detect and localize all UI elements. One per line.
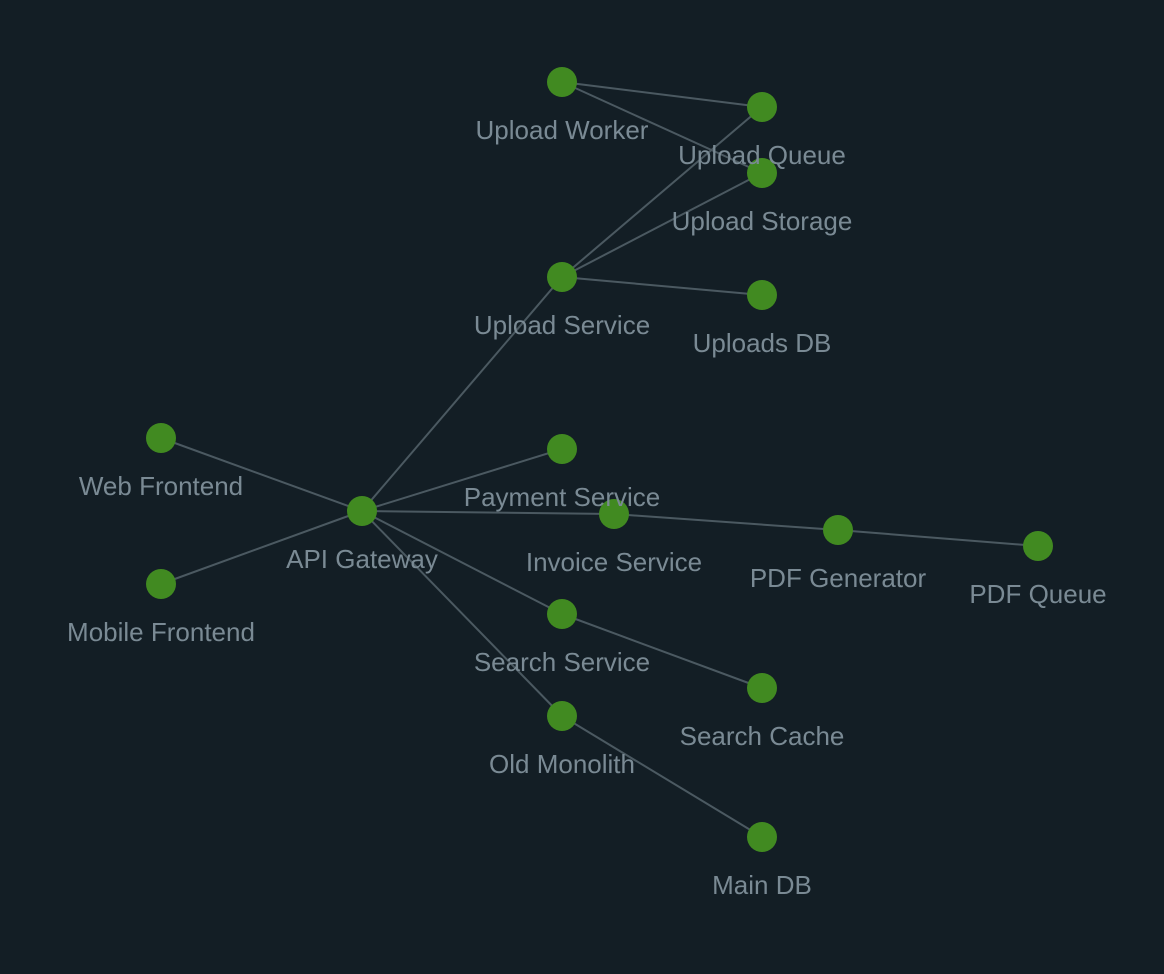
node-old-monolith[interactable]	[547, 701, 577, 731]
node-label-invoice-service: Invoice Service	[526, 547, 702, 577]
node-label-main-db: Main DB	[712, 870, 812, 900]
node-label-pdf-generator: PDF Generator	[750, 563, 927, 593]
node-invoice-service[interactable]	[599, 499, 629, 529]
node-label-upload-worker: Upload Worker	[476, 115, 649, 145]
node-upload-queue[interactable]	[747, 92, 777, 122]
node-label-search-cache: Search Cache	[680, 721, 845, 751]
edge-search-service-to-search-cache	[561, 613, 763, 689]
edge-upload-service-to-upload-queue	[561, 106, 763, 278]
node-label-search-service: Search Service	[474, 647, 650, 677]
node-label-upload-service: Upload Service	[474, 310, 650, 340]
edge-upload-worker-to-upload-queue	[561, 81, 763, 108]
node-api-gateway[interactable]	[347, 496, 377, 526]
node-upload-service[interactable]	[547, 262, 577, 292]
edge-upload-service-to-uploads-db	[561, 276, 763, 296]
node-label-upload-storage: Upload Storage	[672, 206, 853, 236]
node-label-pdf-queue: PDF Queue	[969, 579, 1106, 609]
node-label-mobile-frontend: Mobile Frontend	[67, 617, 255, 647]
edge-pdf-generator-to-pdf-queue	[837, 529, 1039, 547]
edge-old-monolith-to-main-db	[561, 715, 763, 838]
edge-api-gateway-to-old-monolith	[361, 510, 563, 717]
edge-api-gateway-to-upload-service	[361, 276, 563, 512]
node-label-api-gateway: API Gateway	[286, 544, 438, 574]
node-pdf-generator[interactable]	[823, 515, 853, 545]
node-label-old-monolith: Old Monolith	[489, 749, 635, 779]
node-pdf-queue[interactable]	[1023, 531, 1053, 561]
edge-mobile-frontend-to-api-gateway	[160, 510, 363, 585]
edge-upload-service-to-upload-storage	[561, 172, 763, 278]
node-uploads-db[interactable]	[747, 280, 777, 310]
edge-web-frontend-to-api-gateway	[160, 437, 363, 512]
node-upload-worker[interactable]	[547, 67, 577, 97]
edge-invoice-service-to-pdf-generator	[613, 513, 839, 531]
node-label-upload-queue: Upload Queue	[678, 140, 846, 170]
edge-api-gateway-to-payment-service	[361, 448, 563, 512]
node-upload-storage[interactable]	[747, 158, 777, 188]
edge-upload-worker-to-upload-storage	[561, 81, 763, 174]
node-mobile-frontend[interactable]	[146, 569, 176, 599]
edge-api-gateway-to-search-service	[361, 510, 563, 615]
node-web-frontend[interactable]	[146, 423, 176, 453]
node-label-web-frontend: Web Frontend	[79, 471, 243, 501]
node-main-db[interactable]	[747, 822, 777, 852]
node-payment-service[interactable]	[547, 434, 577, 464]
nodes-layer	[146, 67, 1053, 852]
edges-layer	[160, 81, 1039, 838]
edge-api-gateway-to-invoice-service	[361, 510, 615, 515]
node-search-service[interactable]	[547, 599, 577, 629]
node-search-cache[interactable]	[747, 673, 777, 703]
node-label-payment-service: Payment Service	[464, 482, 661, 512]
node-label-uploads-db: Uploads DB	[693, 328, 832, 358]
